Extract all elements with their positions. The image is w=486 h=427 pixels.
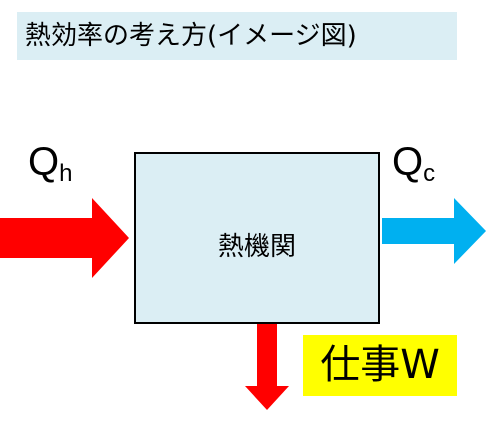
heat-in-arrow bbox=[0, 198, 129, 278]
heat-engine-box: 熱機関 bbox=[134, 152, 380, 324]
heat-out-symbol: Q bbox=[392, 140, 424, 184]
heat-out-subscript: c bbox=[423, 160, 436, 187]
work-arrow bbox=[245, 324, 289, 410]
heat-engine-label: 熱機関 bbox=[217, 232, 296, 262]
diagram-title: 熱効率の考え方(イメージ図) bbox=[17, 12, 457, 60]
work-label: 仕事W bbox=[303, 335, 457, 396]
heat-in-symbol: Q bbox=[28, 140, 60, 184]
heat-out-arrow bbox=[382, 198, 486, 264]
heat-out-label: Qc bbox=[392, 142, 435, 186]
heat-in-label: Qh bbox=[28, 142, 72, 186]
heat-in-subscript: h bbox=[59, 160, 73, 187]
